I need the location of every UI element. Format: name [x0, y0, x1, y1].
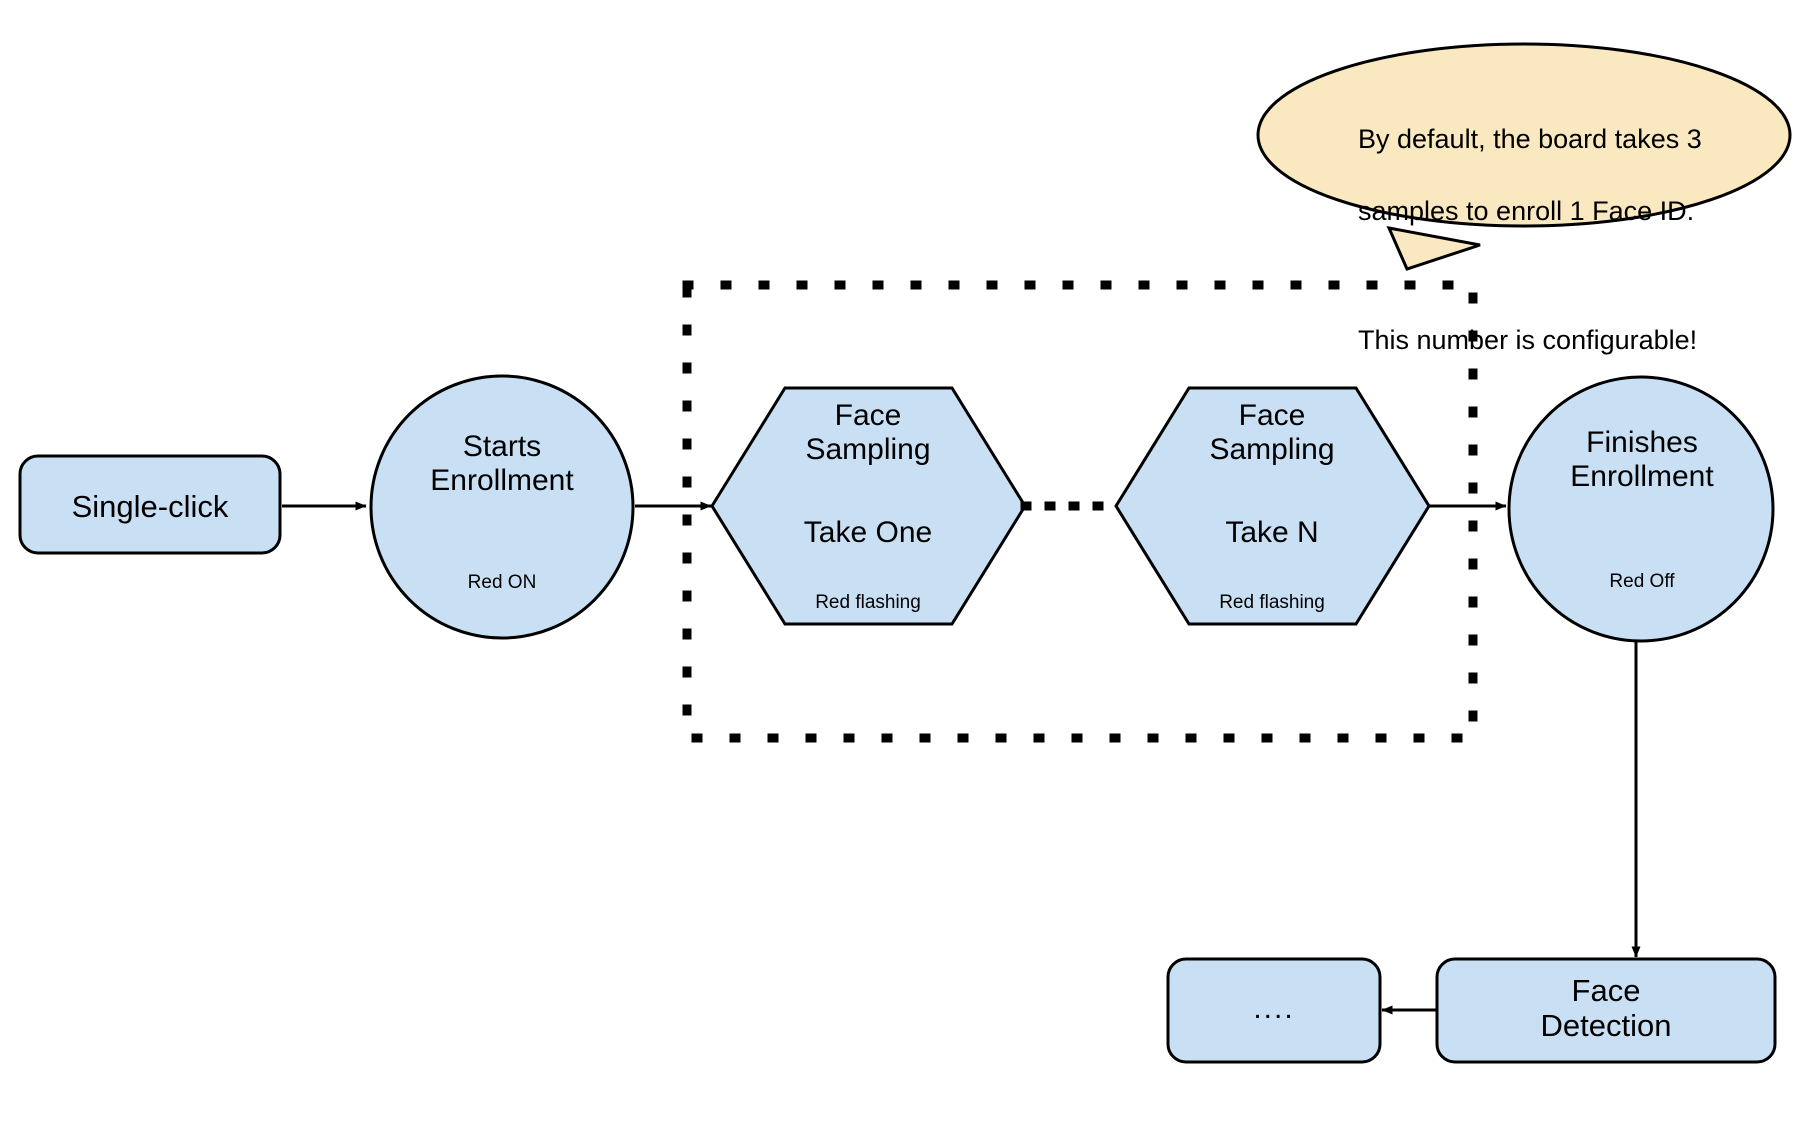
callout-line-2: samples to enroll 1 Face ID. [1358, 195, 1695, 226]
sampling-loop-group-box [682, 280, 1478, 743]
callout-spacer [1358, 266, 1718, 288]
single-click-box[interactable] [18, 454, 282, 555]
face-detection-box[interactable] [1435, 957, 1777, 1064]
face-sampling-n-hexagon[interactable] [1114, 386, 1431, 626]
callout-bubble [1256, 42, 1792, 228]
callout-balloon [1256, 42, 1792, 271]
callout-tail [1386, 226, 1481, 271]
face-sampling-one-hexagon[interactable] [710, 386, 1027, 626]
finishes-enrollment-circle[interactable] [1507, 375, 1775, 643]
callout-line-1: By default, the board takes 3 [1358, 123, 1702, 154]
ellipsis-box[interactable] [1166, 957, 1382, 1064]
callout-line-3: This number is configurable! [1358, 325, 1698, 356]
starts-enrollment-circle[interactable] [369, 374, 635, 640]
callout-text-block: By default, the board takes 3 samples to… [1358, 86, 1718, 395]
